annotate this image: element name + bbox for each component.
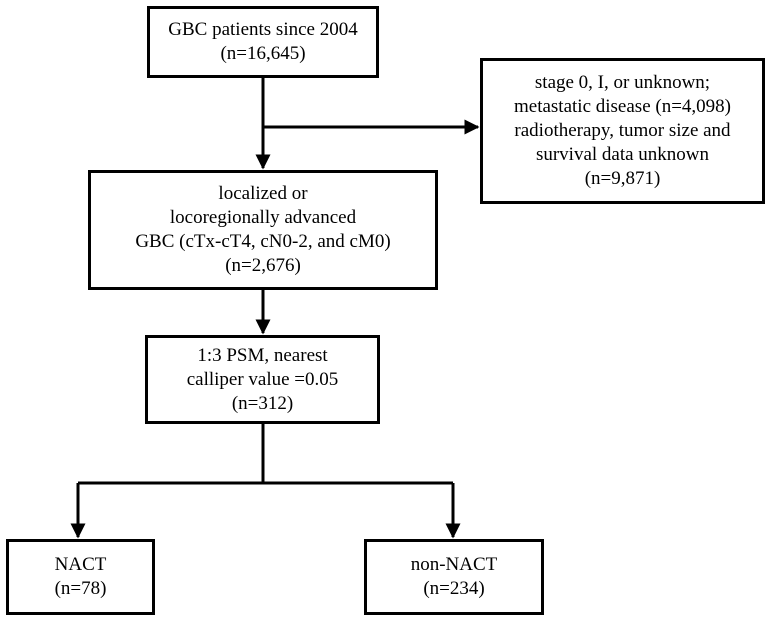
excluded-line-4: survival data unknown — [535, 144, 710, 165]
psm-box: 1:3 PSM, nearest calliper value =0.05 (n… — [145, 335, 380, 424]
non-nact-box: non-NACT (n=234) — [364, 539, 544, 615]
localized-box: localized or locoregionally advanced GBC… — [88, 170, 438, 290]
excluded-box: stage 0, I, or unknown; metastatic disea… — [480, 58, 765, 204]
psm-line-1: 1:3 PSM, nearest — [197, 344, 328, 366]
localized-line-4: (n=2,676) — [225, 255, 301, 276]
nact-line-1: NACT — [54, 554, 107, 575]
excluded-line-5: (n=9,871) — [584, 168, 661, 189]
psm-line-2: calliper value =0.05 — [186, 368, 339, 390]
excluded-line-1: stage 0, I, or unknown; — [534, 72, 711, 93]
psm-line-3: (n=312) — [231, 392, 294, 414]
start-line-1: GBC patients since 2004 — [168, 19, 358, 40]
nact-line-2: (n=78) — [54, 578, 107, 599]
nact-box: NACT (n=78) — [6, 539, 155, 615]
non-nact-line-2: (n=234) — [423, 578, 485, 599]
localized-line-1: localized or — [218, 183, 308, 204]
start-line-2: (n=16,645) — [220, 43, 306, 64]
localized-line-2: locoregionally advanced — [169, 207, 357, 228]
non-nact-line-1: non-NACT — [410, 554, 498, 575]
excluded-line-3: radiotherapy, tumor size and — [514, 120, 731, 141]
excluded-line-2: metastatic disease (n=4,098) — [513, 96, 731, 117]
localized-line-3: GBC (cTx-cT4, cN0-2, and cM0) — [135, 231, 391, 252]
start-box: GBC patients since 2004 (n=16,645) — [147, 6, 379, 78]
